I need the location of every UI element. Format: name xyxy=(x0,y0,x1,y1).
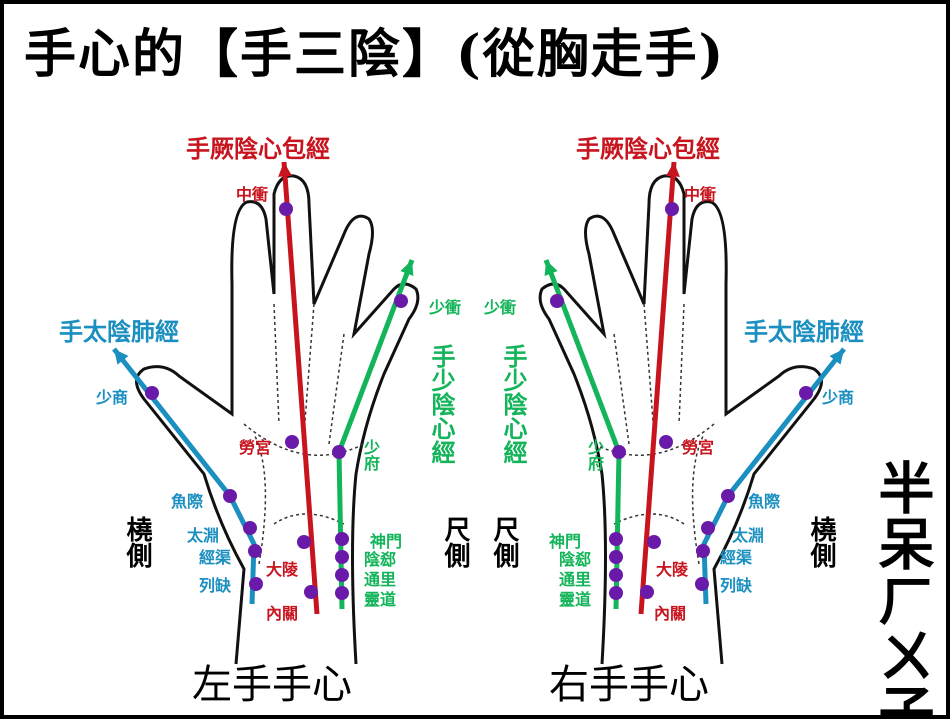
right-caption: 右手手心 xyxy=(549,662,709,708)
left-acupoint-dot xyxy=(279,202,293,216)
right-tongli: 通里 xyxy=(559,570,592,589)
left-heart-meridian-arrowhead xyxy=(400,260,414,276)
right-acupoint-dot xyxy=(695,577,709,591)
left-acupoint-dot xyxy=(145,386,159,400)
left-acupoint-dot xyxy=(243,521,257,535)
right-acupoint-dot xyxy=(609,586,623,600)
left-zhongchong: 中衝 xyxy=(236,185,269,204)
left-shenmen: 神門 xyxy=(370,532,403,551)
right-yinxi: 陰郄 xyxy=(559,550,592,569)
right-acupoint-dot xyxy=(612,445,626,459)
left-acupoint-dot xyxy=(223,489,237,503)
left-acupoint-dot xyxy=(249,577,263,591)
right-laogong: 勞宮 xyxy=(682,438,715,457)
left-heart-label: 手少陰心經 xyxy=(427,344,455,464)
left-neiguan: 內關 xyxy=(266,604,299,623)
right-yuji: 魚際 xyxy=(748,492,781,511)
right-lieque: 列缺 xyxy=(720,576,753,595)
right-daling: 大陵 xyxy=(656,560,689,579)
left-taiyuan: 太淵 xyxy=(187,526,220,545)
right-lung-meridian-arrowhead xyxy=(829,349,844,365)
left-tongli: 通里 xyxy=(364,570,397,589)
right-lung-label: 手太陰肺經 xyxy=(744,318,864,346)
right-taiyuan: 太淵 xyxy=(732,526,765,545)
left-lieque: 列缺 xyxy=(199,576,232,595)
right-neiguan: 內關 xyxy=(654,604,687,623)
left-jingqu: 經渠 xyxy=(199,548,232,567)
right-jingqu: 經渠 xyxy=(720,548,753,567)
left-lingdao: 靈道 xyxy=(364,590,397,609)
right-pericardium-meridian-arrowhead xyxy=(666,162,680,177)
left-daling: 大陵 xyxy=(266,560,299,579)
left-acupoint-dot xyxy=(335,586,349,600)
right-pericardium-label: 手厥陰心包經 xyxy=(576,135,720,163)
left-acupoint-dot xyxy=(332,445,346,459)
left-yinxi: 陰郄 xyxy=(364,550,397,569)
left-acupoint-dot xyxy=(297,535,311,549)
left-laogong: 勞宮 xyxy=(239,438,272,457)
left-acupoint-dot xyxy=(285,435,299,449)
right-pericardium-meridian xyxy=(638,161,677,615)
left-shaochong: 少衝 xyxy=(429,298,462,317)
right-acupoint-dot xyxy=(609,568,623,582)
page-title: 手心的【手三陰】(從胸走手) xyxy=(24,24,726,85)
right-acupoint-dot xyxy=(721,489,735,503)
right-shenmen: 神門 xyxy=(549,532,582,551)
right-ulnar-side: 尺側 xyxy=(489,516,519,568)
right-acupoint-dot xyxy=(647,535,661,549)
left-lung-meridian-arrowhead xyxy=(114,349,129,365)
right-acupoint-dot xyxy=(701,521,715,535)
left-acupoint-dot xyxy=(335,532,349,546)
left-acupoint-dot xyxy=(304,585,318,599)
right-acupoint-dot xyxy=(640,585,654,599)
right-shaochong: 少衝 xyxy=(484,298,517,317)
left-shaofu: 少府 xyxy=(361,439,380,471)
watermark: 半呆ㄏㄨ子 xyxy=(869,459,934,719)
left-lung-label: 手太陰肺經 xyxy=(59,318,179,346)
right-acupoint-dot xyxy=(609,550,623,564)
left-acupoint-dot xyxy=(335,568,349,582)
right-shaofu: 少府 xyxy=(585,439,604,471)
right-acupoint-dot xyxy=(609,532,623,546)
right-acupoint-dot xyxy=(799,386,813,400)
left-pericardium-meridian-arrowhead xyxy=(278,162,292,177)
left-yuji: 魚際 xyxy=(171,492,204,511)
right-acupoint-dot xyxy=(659,435,673,449)
left-acupoint-dot xyxy=(394,294,408,308)
right-radial-side: 橈側 xyxy=(806,516,836,568)
right-heart-label: 手少陰心經 xyxy=(499,344,527,464)
left-acupoint-dot xyxy=(248,544,262,558)
left-pericardium-label: 手厥陰心包經 xyxy=(186,135,330,163)
left-ulnar-side: 尺側 xyxy=(440,516,470,568)
right-acupoint-dot xyxy=(665,202,679,216)
left-caption: 左手手心 xyxy=(192,662,352,708)
right-acupoint-dot xyxy=(550,294,564,308)
left-pericardium-meridian xyxy=(281,161,320,615)
right-heart-meridian-arrowhead xyxy=(544,260,558,276)
left-acupoint-dot xyxy=(335,550,349,564)
hands-illustration xyxy=(112,161,846,666)
right-lingdao: 靈道 xyxy=(559,590,592,609)
left-lung-meridian xyxy=(112,347,257,605)
left-shaoshang: 少商 xyxy=(96,388,129,407)
right-shaoshang: 少商 xyxy=(822,388,855,407)
left-radial-side: 橈側 xyxy=(122,516,152,568)
right-lung-meridian xyxy=(701,347,846,605)
right-zhongchong: 中衝 xyxy=(684,185,717,204)
right-acupoint-dot xyxy=(696,544,710,558)
